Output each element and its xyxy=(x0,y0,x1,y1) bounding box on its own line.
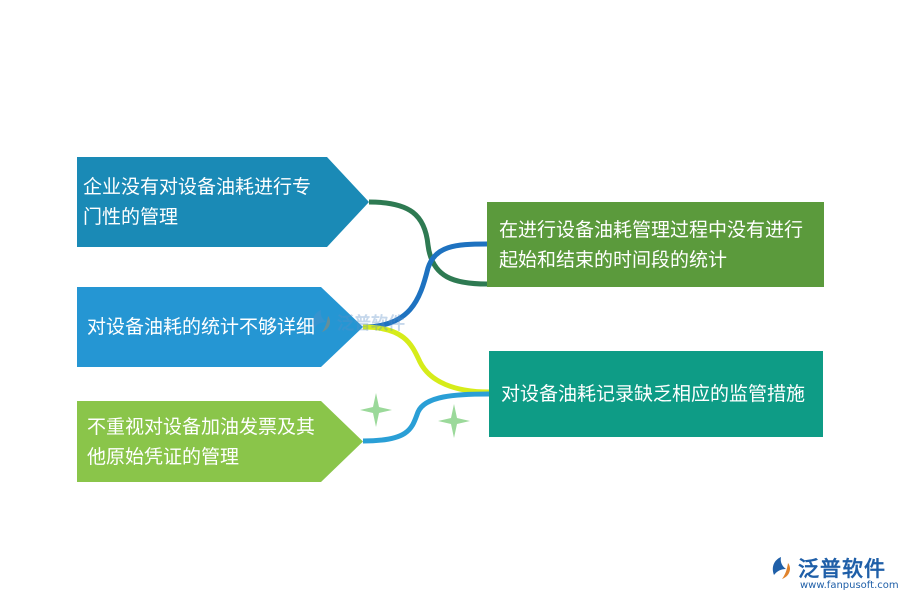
connector-left2-right2 xyxy=(362,324,490,395)
cause-text: 对设备油耗的统计不够详细 xyxy=(87,316,316,338)
watermark: 泛普软件 xyxy=(308,308,405,334)
sparkle-icon xyxy=(438,404,470,438)
connector-left1-right1 xyxy=(368,199,488,287)
fanpu-logo-icon xyxy=(772,557,790,579)
brand-url: www.fanpusoft.com xyxy=(800,580,899,591)
cause-box-lack-of-supervision: 对设备油耗记录缺乏相应的监管措施 xyxy=(489,351,823,437)
cause-box-invoice-management: 不重视对设备加油发票及其他原始凭证的管理 xyxy=(77,401,363,482)
cause-box-insufficient-statistics: 对设备油耗的统计不够详细 xyxy=(77,287,363,367)
connector-left2-right1 xyxy=(362,241,488,330)
watermark-text: 泛普软件 xyxy=(337,313,405,334)
cause-text: 在进行设备油耗管理过程中没有进行起始和结束的时间段的统计 xyxy=(499,218,804,271)
cause-text: 对设备油耗记录缺乏相应的监管措施 xyxy=(501,383,806,405)
cause-box-no-dedicated-management: 企业没有对设备油耗进行专门性的管理 xyxy=(77,157,369,247)
fanpu-logo-icon xyxy=(312,310,330,332)
cause-box-no-time-period-statistics: 在进行设备油耗管理过程中没有进行起始和结束的时间段的统计 xyxy=(487,202,824,287)
sparkle-icon xyxy=(360,393,392,427)
connector-left3-right2 xyxy=(362,391,490,444)
brand-logo: 泛普软件 xyxy=(768,553,886,583)
cause-text: 不重视对设备加油发票及其他原始凭证的管理 xyxy=(87,415,316,468)
cause-text: 企业没有对设备油耗进行专门性的管理 xyxy=(83,176,312,228)
brand-name: 泛普软件 xyxy=(798,557,886,581)
